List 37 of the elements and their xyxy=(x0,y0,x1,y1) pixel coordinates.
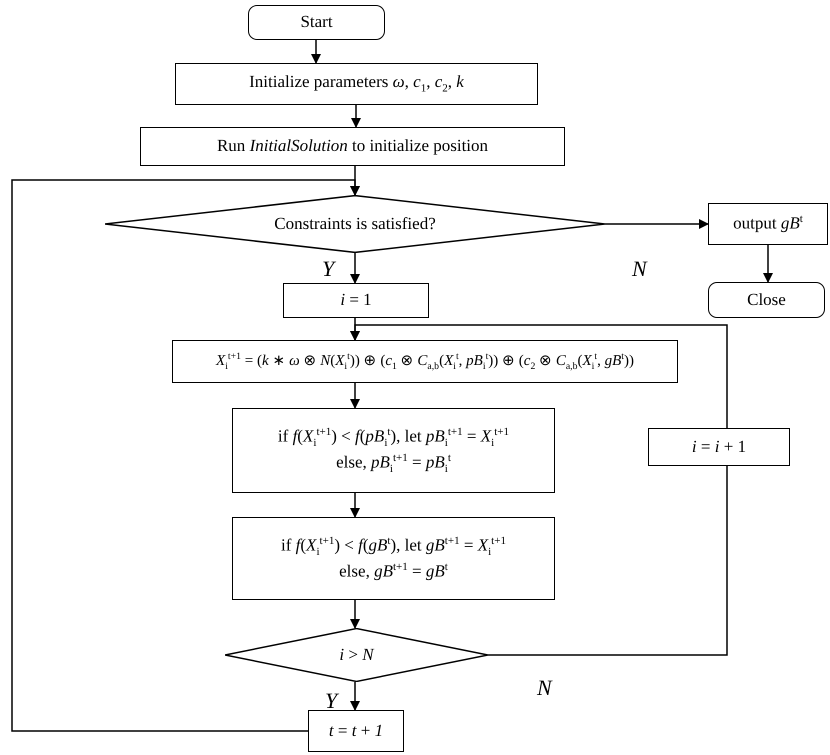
process-box xyxy=(648,428,790,466)
arrow xyxy=(11,179,360,732)
terminal-box xyxy=(248,5,385,40)
node-text: i > N xyxy=(339,644,374,666)
arrow xyxy=(605,219,709,229)
node-text: t = t + 1 xyxy=(328,720,384,742)
process-box xyxy=(308,710,404,752)
output-box xyxy=(708,203,828,245)
arrow xyxy=(350,493,360,518)
arrow xyxy=(351,105,361,128)
decision-diamond xyxy=(105,195,605,253)
arrow xyxy=(350,383,360,409)
condition-box xyxy=(232,517,555,600)
process-box xyxy=(175,63,538,105)
node-text: i = 1 xyxy=(340,289,372,312)
arrow xyxy=(350,600,360,629)
condition-box xyxy=(232,408,555,493)
node-text: Initialize parameters ω, c$_{1}$, c$_{2}$, k xyxy=(249,71,464,97)
formula-box xyxy=(172,340,678,383)
arrow xyxy=(763,245,773,283)
process-box xyxy=(140,127,565,166)
process-box xyxy=(283,283,429,318)
node-text: output gB$^{t}$ xyxy=(733,212,803,235)
node-text: Close xyxy=(747,288,786,311)
arrow xyxy=(350,253,360,284)
connector-line xyxy=(488,466,728,656)
node-text: i = i + 1 xyxy=(692,436,746,458)
decision-diamond xyxy=(225,628,488,682)
node-text: Constraints is satisfied? xyxy=(274,212,436,235)
node-text: Run InitialSolution to initialize position xyxy=(216,135,488,158)
formula-text: else, gB$^{t+1}$ = gB$^{t}$ xyxy=(339,560,448,582)
terminal-box xyxy=(708,282,825,318)
arrow xyxy=(350,324,728,428)
node-text: Start xyxy=(300,11,333,34)
arrow xyxy=(311,40,321,64)
arrow xyxy=(350,682,360,711)
formula-text: X$_{i}$$^{t+1}$ = (k ∗ ω ⊗ N(X$_{i}$$^{t}$)) ⊕ (c$_{1}$ ⊗ C$_{a,b}$(X$_{i}$$^{t}$, pB$_{i}$$^{t}$)) ⊕ (c$_{2}$ ⊗ C$_{a,b}$(X$_{i}$$^{t}$, gB$^{t}$)) xyxy=(216,350,634,374)
